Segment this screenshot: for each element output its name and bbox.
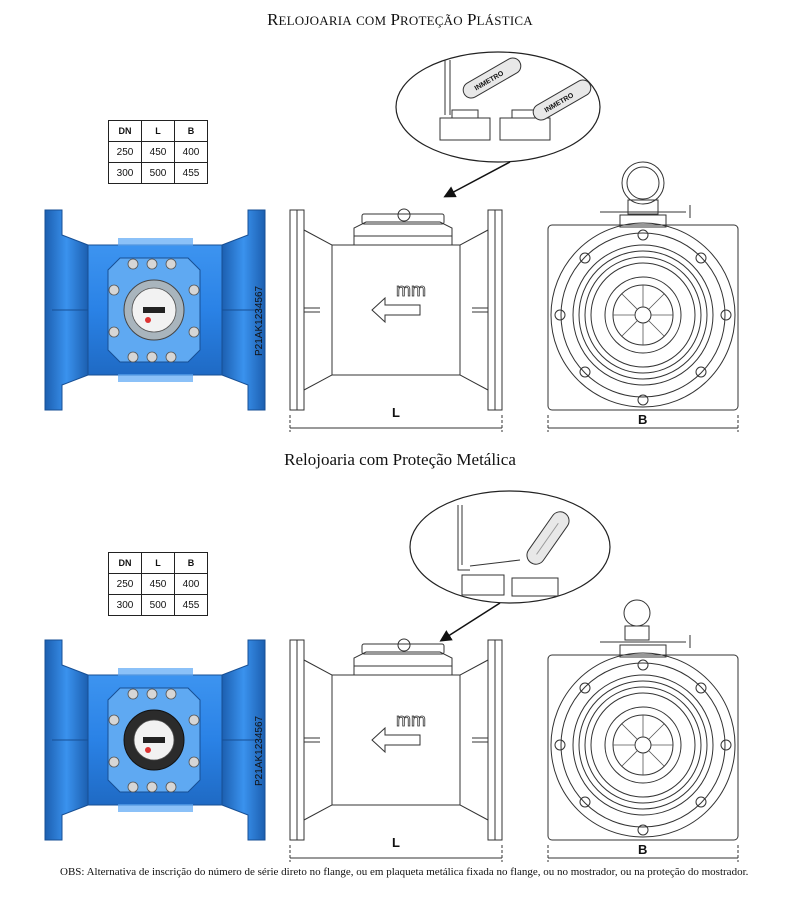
title-word-rest: lástica [476, 13, 533, 28]
side-view-plastic [289, 208, 503, 433]
dim-label-l-metal: L [392, 835, 400, 850]
dimension-table-plastic: DN L B 250 450 400 300 500 455 [108, 120, 208, 184]
title-word-initial: P [390, 10, 400, 29]
detail-bubble-metal [409, 490, 611, 642]
table-cell: 300 [108, 162, 142, 184]
table-cell: 455 [174, 594, 208, 616]
flow-unit-plastic: mm [396, 280, 426, 300]
dim-label-b-plastic: B [638, 412, 647, 427]
front-register-plastic [600, 161, 691, 218]
blue-meter-plastic [44, 209, 266, 411]
table-row: 300 500 455 [108, 162, 208, 184]
blue-meter-metal [44, 639, 266, 841]
title-word-initial: R [267, 10, 279, 29]
serial-number-metal: P21AK1234567 [254, 715, 265, 786]
footnote: OBS: Alternativa de inscrição do número … [60, 866, 749, 878]
table-row: 250 450 400 [108, 141, 208, 163]
serial-number-plastic: P21AK1234567 [254, 285, 265, 356]
side-view-metal [289, 638, 503, 863]
front-view-plastic [547, 214, 739, 433]
table-row: 300 500 455 [108, 594, 208, 616]
detail-arrow-metal [439, 602, 501, 642]
front-register-metal [600, 599, 691, 648]
detail-bubble-plastic: INMETRO INMETRO [395, 51, 601, 198]
title-word-rest: elojoaria [278, 13, 352, 28]
title-word-initial: P [467, 10, 477, 29]
section-title-plastic: Relojoaria com Proteção Plástica [0, 10, 800, 30]
detail-arrow-plastic [443, 161, 511, 198]
section-title-metal: Relojoaria com Proteção Metálica [284, 450, 516, 469]
dim-label-l-plastic: L [392, 405, 400, 420]
front-view-metal [547, 644, 739, 863]
table-row: 250 450 400 [108, 573, 208, 595]
dim-label-b-metal: B [638, 842, 647, 857]
title-word-rest: com [356, 13, 387, 28]
flow-unit-metal: mm [396, 710, 426, 730]
title-word-rest: roteção [400, 13, 463, 28]
dimension-table-metal: DN L B 250 450 400 300 500 455 [108, 552, 208, 616]
table-cell: 455 [174, 162, 208, 184]
